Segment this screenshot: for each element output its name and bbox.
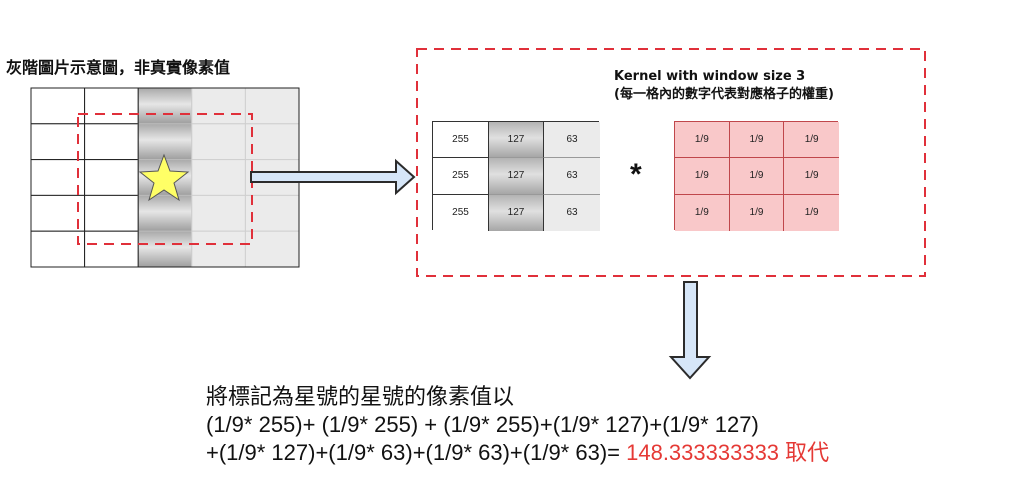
kernel-title-line2: (每一格內的數字代表對應格子的權重) bbox=[614, 87, 834, 102]
star-icon bbox=[138, 153, 190, 202]
pixel-cell bbox=[244, 230, 300, 268]
kernel-weight-cell: 1/9 bbox=[784, 122, 839, 159]
pixel-value-cell: 63 bbox=[544, 122, 600, 159]
kernel-weight-cell: 1/9 bbox=[729, 158, 785, 195]
pixel-cell bbox=[244, 87, 300, 125]
pixel-cell bbox=[137, 230, 193, 268]
kernel-panel-dashed-border bbox=[416, 48, 926, 277]
pixel-cell bbox=[84, 230, 139, 268]
kernel-title-line1: Kernel with window size 3 bbox=[614, 69, 806, 84]
kernel-weight-cell: 1/9 bbox=[729, 194, 785, 231]
pixel-value-cell: 127 bbox=[489, 194, 544, 231]
pixel-cell bbox=[244, 123, 300, 161]
pixel-cell bbox=[30, 159, 86, 196]
kernel-weight-cell: 1/9 bbox=[675, 122, 730, 159]
kernel-weight-cell: 1/9 bbox=[675, 158, 730, 195]
kernel-weight-cell: 1/9 bbox=[675, 194, 730, 231]
pixel-cell bbox=[84, 159, 139, 196]
pixel-cell bbox=[30, 230, 86, 268]
pixel-cell bbox=[84, 123, 139, 161]
kernel-weight-cell: 1/9 bbox=[729, 122, 785, 159]
pixel-cell bbox=[84, 194, 139, 232]
pixel-cell bbox=[30, 194, 86, 232]
pixel-cell bbox=[137, 194, 193, 232]
pixel-value-cell: 63 bbox=[544, 158, 600, 195]
pixel-value-cell: 63 bbox=[544, 194, 600, 231]
convolution-operator: * bbox=[630, 158, 642, 191]
pixel-cell bbox=[137, 87, 193, 125]
right-arrow-icon bbox=[250, 158, 416, 196]
down-arrow-icon bbox=[668, 281, 712, 380]
pixel-value-cell: 255 bbox=[433, 122, 489, 159]
pixel-cell bbox=[244, 194, 300, 232]
pixel-cell bbox=[191, 230, 246, 268]
pixel-value-cell: 255 bbox=[433, 194, 489, 231]
pixel-cell bbox=[30, 87, 86, 125]
formula-line1: 將標記為星號的星號的像素值以 bbox=[206, 384, 515, 409]
formula-result-value: 148.333333333 bbox=[626, 440, 780, 465]
formula-result-suffix: 取代 bbox=[779, 440, 830, 465]
pixel-cell bbox=[191, 159, 246, 196]
formula-text: 將標記為星號的星號的像素值以 (1/9* 255)+ (1/9* 255) + … bbox=[206, 383, 829, 467]
pixel-value-cell: 255 bbox=[433, 158, 489, 195]
pixel-cell bbox=[191, 123, 246, 161]
pixel-value-cell: 127 bbox=[489, 122, 544, 159]
pixel-cell bbox=[191, 87, 246, 125]
grayscale-image-grid bbox=[30, 87, 300, 268]
formula-line3: +(1/9* 127)+(1/9* 63)+(1/9* 63)+(1/9* 63… bbox=[206, 439, 829, 467]
pixel-cell bbox=[84, 87, 139, 125]
kernel-weight-cell: 1/9 bbox=[784, 158, 839, 195]
formula-line3-prefix: +(1/9* 127)+(1/9* 63)+(1/9* 63)+(1/9* 63… bbox=[206, 440, 627, 465]
pixel-cell bbox=[30, 123, 86, 161]
pixel-cell bbox=[137, 123, 193, 161]
formula-line2: (1/9* 255)+ (1/9* 255) + (1/9* 255)+(1/9… bbox=[206, 412, 759, 437]
kernel-weight-cell: 1/9 bbox=[784, 194, 839, 231]
pixel-value-cell: 127 bbox=[489, 158, 544, 195]
pixel-cell bbox=[191, 194, 246, 232]
kernel-title: Kernel with window size 3 (每一格內的數字代表對應格子… bbox=[614, 68, 834, 104]
grayscale-title: 灰階圖片示意圖，非真實像素值 bbox=[6, 58, 231, 77]
